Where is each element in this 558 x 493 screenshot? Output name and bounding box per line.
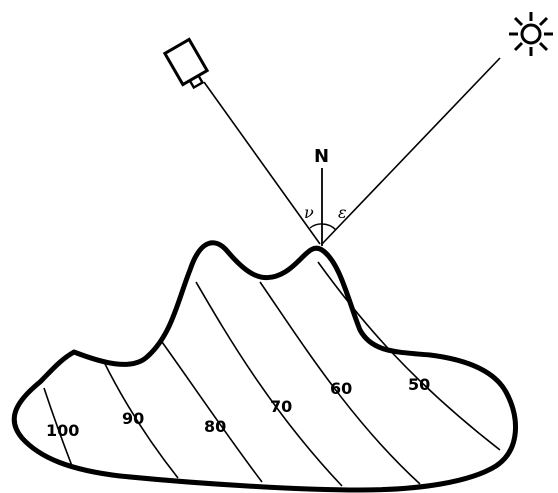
contour-line-60 [259, 281, 421, 485]
contour-line-80 [161, 341, 263, 483]
sun-angle-label: ε [338, 203, 347, 222]
contour-line-100 [43, 387, 73, 467]
terrain-outline [11, 240, 518, 493]
contour-line-90 [103, 361, 179, 479]
contour-label-90: 90 [122, 409, 144, 428]
contour-line-50 [317, 261, 501, 451]
camera-icon [162, 37, 210, 90]
contour-line-70 [195, 281, 343, 487]
north-label: N [314, 146, 329, 167]
view-angle-arc [309, 223, 323, 229]
contour-label-80: 80 [204, 417, 226, 436]
sun-angle-arc [321, 223, 337, 231]
contour-label-70: 70 [270, 397, 292, 416]
sun-ray [321, 57, 501, 245]
contour-label-60: 60 [330, 379, 352, 398]
contour-label-100: 100 [46, 421, 79, 440]
view-angle-label: ν [304, 203, 314, 222]
contour-label-50: 50 [408, 375, 430, 394]
sensor-sightline [203, 81, 321, 245]
sun-icon [509, 12, 553, 56]
